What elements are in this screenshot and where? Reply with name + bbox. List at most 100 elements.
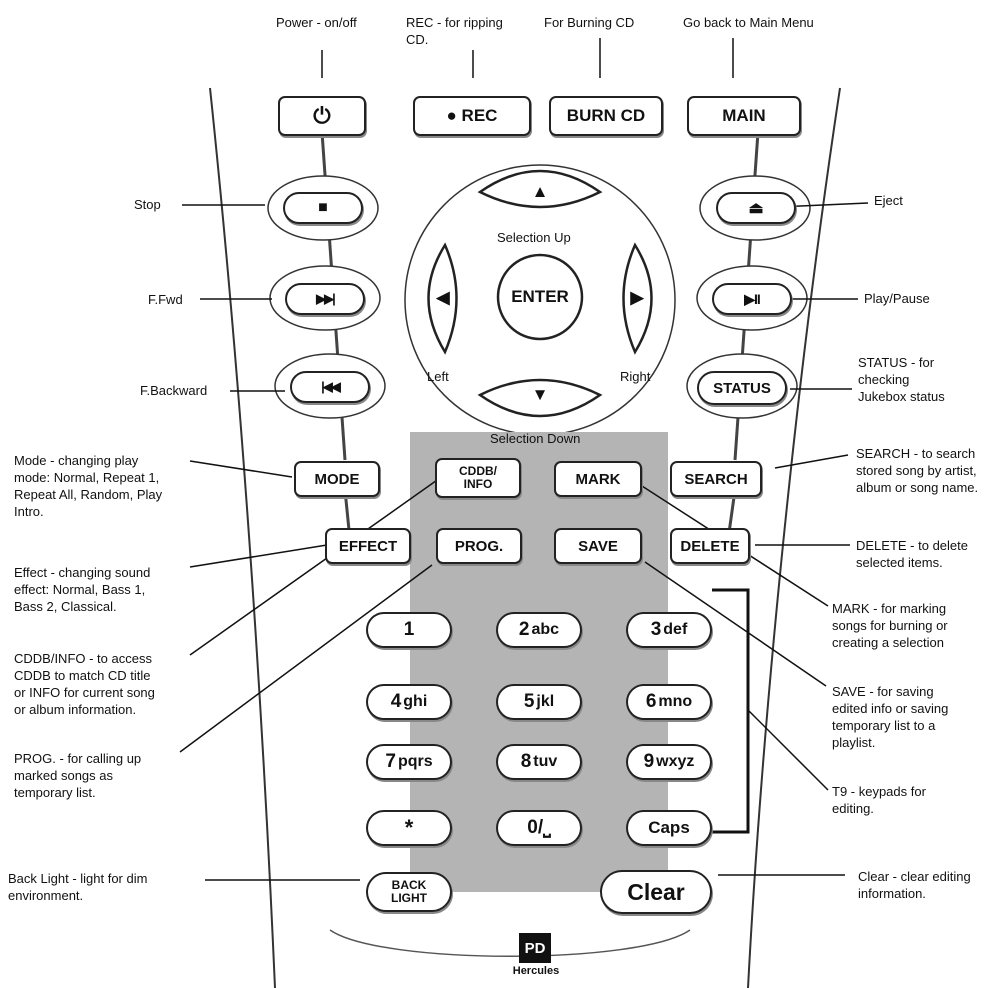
brand-name: Hercules — [512, 965, 560, 977]
key-6-letters: mno — [658, 693, 693, 710]
fast-backward-button[interactable]: |◀◀ — [290, 371, 370, 403]
clear-key[interactable]: Clear — [600, 870, 712, 914]
info-label: INFO — [463, 477, 493, 491]
key-1-digit: 1 — [403, 619, 415, 640]
stop-annotation: Stop — [134, 197, 161, 212]
key-8-digit: 8 — [520, 751, 532, 772]
key-star[interactable]: * — [366, 810, 452, 846]
t9-leader — [747, 709, 829, 791]
key-0[interactable]: 0/⎵ — [496, 810, 582, 846]
main-button[interactable]: MAIN — [687, 96, 801, 136]
rec-label: ● REC — [446, 106, 498, 125]
prog-button[interactable]: PROG. — [436, 528, 522, 564]
enter-label: ENTER — [511, 287, 569, 306]
remote-body-left-edge — [209, 87, 276, 988]
key-9-letters: wxyz — [656, 753, 695, 770]
arrow-up-icon: ▲ — [531, 182, 549, 201]
arrow-left-icon: ◀ — [436, 288, 450, 307]
prog-annotation: PROG. - for calling up marked songs as t… — [14, 751, 142, 800]
power-button[interactable]: ⏻ — [278, 96, 366, 136]
key-3-letters: def — [663, 621, 688, 638]
caps-label: Caps — [648, 818, 690, 837]
nav-left-pad — [427, 242, 458, 355]
burn-cd-label: BURN CD — [566, 106, 646, 125]
mark-label: MARK — [575, 470, 621, 488]
right-button[interactable]: ▶ — [622, 286, 652, 310]
mark-annotation: MARK - for marking songs for burning or … — [832, 601, 948, 650]
nav-down-pad — [477, 378, 603, 418]
status-label: STATUS — [713, 379, 771, 397]
eject-button[interactable]: ⏏ — [716, 192, 796, 224]
mode-button[interactable]: MODE — [294, 461, 380, 497]
save-annotation: SAVE - for saving edited info or saving … — [832, 684, 949, 750]
cddb-annotation: CDDB/INFO - to access CDDB to match CD t… — [14, 651, 155, 717]
t9-bracket — [712, 588, 750, 834]
key-9-digit: 9 — [643, 751, 655, 772]
save-button[interactable]: SAVE — [554, 528, 642, 564]
cddb-leader — [189, 477, 441, 656]
backlight-annotation: Back Light - light for dim environment. — [8, 871, 148, 903]
key-0-label: 0/⎵ — [527, 817, 551, 838]
prog-leader — [179, 564, 433, 753]
caps-key[interactable]: Caps — [626, 810, 712, 846]
main-label: MAIN — [722, 106, 766, 125]
burn-annotation: For Burning CD — [544, 15, 635, 30]
right-annotation: Right — [620, 369, 651, 384]
effect-leader — [189, 544, 328, 568]
backlight-label-line2: LIGHT — [391, 891, 427, 905]
left-annotation: Left — [427, 369, 449, 384]
play-pause-button[interactable]: ▶II — [712, 283, 792, 315]
selection-down-button[interactable]: ▼ — [525, 383, 555, 407]
eject-annotation: Eject — [874, 193, 903, 208]
burn-cd-button[interactable]: BURN CD — [549, 96, 663, 136]
key-3-digit: 3 — [650, 619, 662, 640]
backlight-key[interactable]: BACK LIGHT — [366, 872, 452, 912]
cddb-info-button[interactable]: CDDB/ INFO — [435, 458, 521, 498]
search-button[interactable]: SEARCH — [670, 461, 762, 497]
stop-button[interactable]: ■ — [283, 192, 363, 224]
effect-button[interactable]: EFFECT — [325, 528, 411, 564]
save-label: SAVE — [578, 537, 618, 555]
save-leader — [644, 561, 827, 687]
key-4-digit: 4 — [390, 691, 402, 712]
main-annotation: Go back to Main Menu — [683, 15, 814, 30]
stop-icon: ■ — [318, 199, 328, 216]
star-icon: * — [404, 815, 414, 840]
effect-label: EFFECT — [338, 537, 398, 555]
t9-annotation: T9 - keypads for editing. — [832, 784, 926, 816]
enter-button[interactable]: ENTER — [500, 284, 580, 310]
key-5-digit: 5 — [523, 691, 535, 712]
status-button[interactable]: STATUS — [697, 371, 787, 405]
fast-forward-button[interactable]: ▶▶| — [285, 283, 365, 315]
effect-annotation: Effect - changing sound effect: Normal, … — [14, 565, 151, 614]
remote-bottom-contour — [329, 929, 691, 957]
rec-button[interactable]: ● REC — [413, 96, 531, 136]
backlight-label-line1: BACK — [391, 878, 427, 892]
power-icon: ⏻ — [313, 103, 331, 128]
mode-annotation: Mode - changing play mode: Normal, Repea… — [14, 453, 163, 519]
fback-annotation: F.Backward — [140, 383, 208, 398]
selection-up-button[interactable]: ▲ — [525, 180, 555, 204]
delete-annotation: DELETE - to delete selected items. — [856, 538, 968, 570]
delete-label: DELETE — [680, 537, 740, 555]
nav-right-pad — [622, 242, 653, 355]
play-pause-icon: ▶II — [744, 290, 761, 307]
delete-button[interactable]: DELETE — [670, 528, 750, 564]
key-7-letters: pqrs — [397, 753, 433, 770]
nav-up-pad — [477, 169, 603, 209]
left-button[interactable]: ◀ — [428, 286, 458, 310]
key-1[interactable]: 1 — [366, 612, 452, 648]
fast-forward-icon: ▶▶| — [316, 291, 336, 306]
playpause-annotation: Play/Pause — [864, 291, 930, 306]
fast-backward-icon: |◀◀ — [321, 379, 341, 394]
mark-button[interactable]: MARK — [554, 461, 642, 497]
mode-label: MODE — [314, 470, 360, 488]
